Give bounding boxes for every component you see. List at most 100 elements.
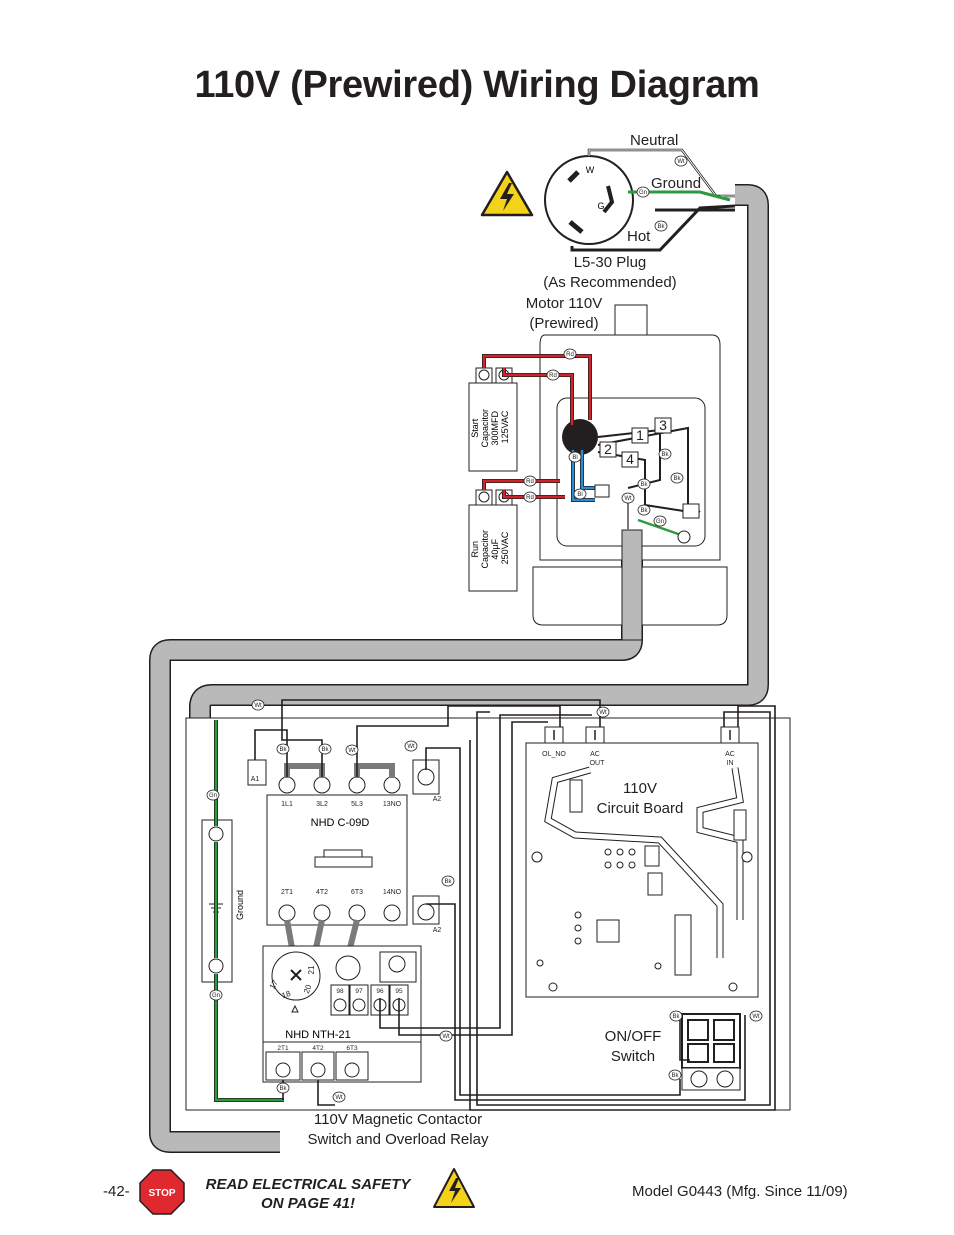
svg-text:Wt: Wt — [752, 1014, 760, 1020]
contactor-13no: 13NO — [383, 801, 402, 808]
dial-18: 18 — [280, 989, 292, 1001]
neutral-label: Neutral — [630, 132, 679, 149]
tag-rd-1: Rd — [563, 348, 577, 360]
svg-text:Rd: Rd — [526, 495, 534, 501]
plug-g-label: G — [597, 201, 604, 211]
start-cap-line1: Start — [470, 418, 480, 438]
svg-text:Rd: Rd — [566, 352, 574, 358]
motor-label-line1: Motor 110V — [525, 295, 603, 312]
contactor-caption-line1: 110V Magnetic Contactor — [313, 1111, 483, 1128]
plug-label-line2: (As Recommended) — [543, 274, 677, 291]
l5-30-plug: W G — [544, 155, 634, 245]
tag-bk-m2: Bk — [670, 472, 684, 484]
footer-hazard-icon — [433, 1168, 475, 1208]
tag-wt-c6: Wt — [332, 1091, 346, 1103]
overload-6t3: 6T3 — [346, 1045, 358, 1052]
motor-label-line2: (Prewired) — [529, 315, 599, 332]
svg-text:Wt: Wt — [442, 1034, 450, 1040]
board-terminal-ac-in-2: IN — [727, 760, 734, 767]
start-cap-line2: Capacitor — [480, 409, 490, 448]
svg-text:Rd: Rd — [549, 373, 557, 379]
contactor-1l1: 1L1 — [281, 801, 293, 808]
tag-bl-2: Bl — [573, 488, 587, 500]
run-cap-line2: Capacitor — [480, 530, 490, 569]
svg-text:Bk: Bk — [279, 747, 287, 753]
wire-tags: Wt Gn Bk Rd Rd Rd Rd Bl Bl Bk Bk Bk Wt B… — [206, 155, 763, 1103]
start-capacitor: Start Capacitor 300MFD 125VAC — [468, 382, 518, 472]
svg-text:Gn: Gn — [639, 190, 647, 196]
onoff-switch-label: ON/OFF Switch — [588, 1027, 678, 1067]
plug-w-label: W — [586, 165, 595, 175]
tag-gn-c2: Gn — [209, 989, 223, 1001]
plug-label-line1: L5-30 Plug — [573, 254, 647, 271]
tag-bk-m4: Bk — [637, 504, 651, 516]
motor — [532, 304, 728, 626]
svg-text:Gn: Gn — [212, 993, 220, 999]
motor-terminal-4: 4 — [626, 451, 634, 467]
svg-text:Wt: Wt — [677, 159, 685, 165]
safety-line1: READ ELECTRICAL SAFETY — [205, 1176, 411, 1193]
tag-bk-s1: Bk — [669, 1010, 683, 1022]
svg-text:Gn: Gn — [656, 519, 664, 525]
tag-bl-1: Bl — [568, 451, 582, 463]
svg-text:Bk: Bk — [640, 508, 648, 514]
tag-bk-s2: Bk — [668, 1069, 682, 1081]
start-cap-line3: 300MFD — [490, 411, 500, 446]
svg-text:Run Capacitor 40µF: Run Capacitor 40µF 250VAC — [470, 527, 510, 568]
contactor-4t2: 4T2 — [316, 889, 328, 896]
contactor-model: NHD C-09D — [311, 817, 370, 829]
stop-sign-icon: STOP — [139, 1169, 185, 1215]
contactor-14no: 14NO — [383, 889, 402, 896]
motor-terminal-1: 1 — [636, 427, 644, 443]
contactor-caption: 110V Magnetic Contactor Switch and Overl… — [288, 1110, 508, 1150]
svg-text:Wt: Wt — [335, 1095, 343, 1101]
tag-wt-c1: Wt — [251, 699, 265, 711]
tag-bk-c4: Bk — [276, 1082, 290, 1094]
aux-97: 97 — [355, 988, 363, 995]
svg-text:Bl: Bl — [577, 492, 582, 498]
tag-gn-plug: Gn — [636, 186, 650, 198]
contactor-3l2: 3L2 — [316, 801, 328, 808]
contactor-5l3: 5L3 — [351, 801, 363, 808]
tag-wt-s1: Wt — [749, 1010, 763, 1022]
electrical-hazard-icon — [480, 170, 534, 217]
svg-text:Wt: Wt — [624, 496, 632, 502]
stop-text: STOP — [148, 1188, 175, 1199]
tag-wt-c2: Wt — [596, 706, 610, 718]
tag-rd-4: Rd — [523, 491, 537, 503]
svg-text:Wt: Wt — [348, 748, 356, 754]
overload-2t1: 2T1 — [277, 1045, 289, 1052]
tag-wt-c3: Wt — [345, 744, 359, 756]
svg-text:Bk: Bk — [321, 747, 329, 753]
overload-4t2: 4T2 — [312, 1045, 324, 1052]
tag-gn-c1: Gn — [206, 789, 220, 801]
svg-text:Bk: Bk — [672, 1014, 680, 1020]
overload-model: NHD NTH-21 — [285, 1029, 350, 1041]
motor-terminal-3: 3 — [659, 417, 667, 433]
svg-text:Rd: Rd — [526, 479, 534, 485]
onoff-line1: ON/OFF — [604, 1028, 662, 1045]
contactor-screws — [278, 768, 435, 922]
tag-bk-m1: Bk — [658, 448, 672, 460]
safety-line2: ON PAGE 41! — [261, 1195, 355, 1212]
svg-text:Wt: Wt — [407, 744, 415, 750]
run-capacitor: Run Capacitor 40µF 250VAC — [468, 504, 518, 592]
onoff-line2: Switch — [610, 1048, 656, 1065]
circuit-board-line1: 110V — [623, 780, 657, 797]
motor-label: Motor 110V (Prewired) — [500, 294, 628, 334]
dial-20: 20 — [302, 983, 314, 995]
tag-rd-3: Rd — [523, 475, 537, 487]
safety-notice: READ ELECTRICAL SAFETY ON PAGE 41! — [188, 1175, 428, 1213]
contactor-a2-bottom: A2 — [433, 927, 442, 934]
svg-text:Gn: Gn — [209, 793, 217, 799]
run-cap-line1: Run — [470, 541, 480, 558]
contactor-a2-top: A2 — [433, 796, 442, 803]
tag-bk-m3: Bk — [637, 478, 651, 490]
tag-gn-m: Gn — [653, 515, 667, 527]
start-cap-line4: 125VAC — [500, 410, 510, 443]
aux-96: 96 — [376, 988, 384, 995]
onoff-switch — [681, 1013, 741, 1091]
tag-bk-c3: Bk — [441, 875, 455, 887]
capacitor-terminals — [475, 367, 513, 506]
